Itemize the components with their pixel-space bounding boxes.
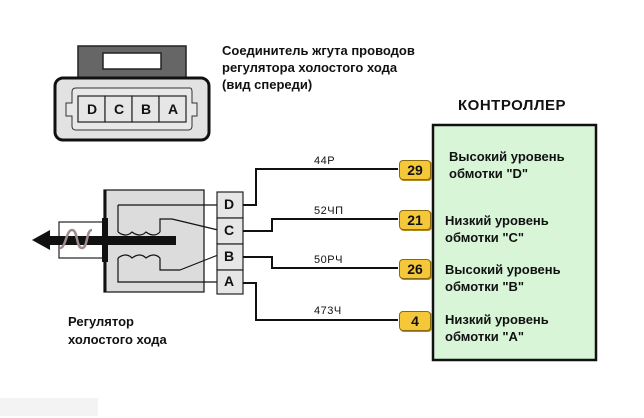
desc-line: обмотки "A": [445, 329, 525, 344]
controller-desc-d: Высокий уровень обмотки "D": [449, 148, 565, 182]
regulator-caption-1: Регулятор: [68, 314, 134, 329]
desc-line: Низкий уровень: [445, 213, 549, 228]
desc-line: Высокий уровень: [449, 149, 565, 164]
watermark: [0, 398, 98, 416]
controller-pin-21: 21: [399, 210, 431, 230]
wire-label-c: 52ЧП: [314, 205, 344, 217]
connector-caption-1: Соединитель жгута проводов: [222, 43, 415, 58]
regulator-pin-d: D: [224, 196, 235, 212]
controller-pin-29: 29: [399, 160, 431, 180]
wire-a: [243, 282, 398, 321]
desc-line: Низкий уровень: [445, 312, 549, 327]
connector-pin-d: D: [87, 101, 98, 117]
desc-line: Высокий уровень: [445, 262, 561, 277]
desc-line: обмотки "B": [445, 279, 525, 294]
regulator-pin-b: B: [224, 248, 235, 264]
wire-b: [243, 256, 398, 269]
regulator-caption-2: холостого хода: [68, 332, 167, 347]
spring: [59, 228, 93, 250]
controller-title: КОНТРОЛЛЕР: [458, 97, 566, 114]
controller-desc-a: Низкий уровень обмотки "A": [445, 311, 549, 345]
desc-line: обмотки "C": [445, 230, 525, 245]
wire-label-b: 50РЧ: [314, 254, 343, 266]
connector-pin-boxes: [77, 95, 187, 123]
controller-desc-c: Низкий уровень обмотки "C": [445, 212, 549, 246]
plunger: [45, 236, 176, 245]
connector-caption-2: регулятора холостого хода: [222, 60, 398, 75]
connector-front-view: [53, 45, 211, 142]
connector-pin-a: A: [168, 101, 179, 117]
controller-pin-4: 4: [399, 311, 431, 331]
wire-label-a: 473Ч: [314, 305, 342, 317]
controller-box: [431, 123, 598, 362]
regulator-pin-a: A: [224, 273, 235, 289]
connector-caption-3: (вид спереди): [222, 77, 313, 92]
controller-pin-26: 26: [399, 259, 431, 279]
wire-label-d: 44Р: [314, 155, 336, 167]
arrow-left-icon: [32, 230, 50, 250]
wires: [243, 168, 398, 321]
controller-desc-b: Высокий уровень обмотки "B": [445, 261, 561, 295]
regulator-pin-boxes: [216, 191, 244, 295]
wire-d: [243, 168, 398, 206]
desc-line: обмотки "D": [449, 166, 529, 181]
connector-pin-b: B: [141, 101, 152, 117]
wire-c: [243, 218, 398, 232]
connector-pin-c: C: [114, 101, 125, 117]
idle-regulator: [32, 189, 244, 295]
regulator-pin-c: C: [224, 222, 235, 238]
